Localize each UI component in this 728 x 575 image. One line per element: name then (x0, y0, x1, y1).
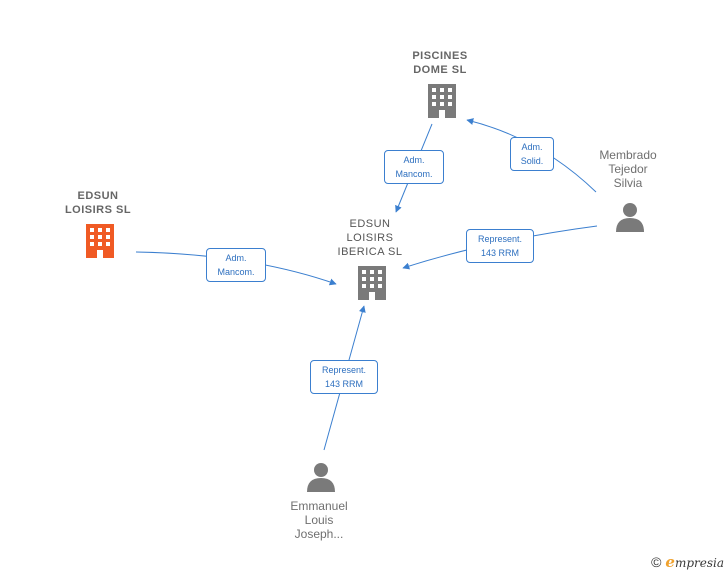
building-icon[interactable] (358, 266, 386, 300)
node-label-edsun-iberica[interactable]: EDSUN LOISIRS IBERICA SL (337, 218, 403, 258)
edge-label-adm-mancom: Adm. Mancom. (206, 248, 266, 282)
edge-label-represent-143: Represent. 143 RRM (310, 360, 378, 394)
brand-logo-text: mpresia (674, 556, 724, 570)
node-label-edsun-loisirs[interactable]: EDSUN LOISIRS SL (64, 190, 132, 216)
person-icon[interactable] (616, 203, 644, 232)
copyright-icon: © (651, 554, 662, 570)
edge-label-adm-mancom: Adm. Mancom. (384, 150, 444, 184)
footer-brand: ©empresia (651, 553, 724, 571)
building-icon[interactable] (428, 84, 456, 118)
node-label-piscines[interactable]: PISCINES DOME SL (412, 50, 468, 76)
building-icon-highlight[interactable] (86, 224, 114, 258)
brand-logo-initial: e (665, 553, 675, 571)
node-label-membrado[interactable]: Membrado Tejedor Silvia (599, 148, 657, 190)
edge-label-represent-143: Represent. 143 RRM (466, 229, 534, 263)
edge-label-adm-solid: Adm. Solid. (510, 137, 554, 171)
node-label-emmanuel[interactable]: Emmanuel Louis Joseph... (290, 499, 348, 541)
person-icon[interactable] (307, 463, 335, 492)
